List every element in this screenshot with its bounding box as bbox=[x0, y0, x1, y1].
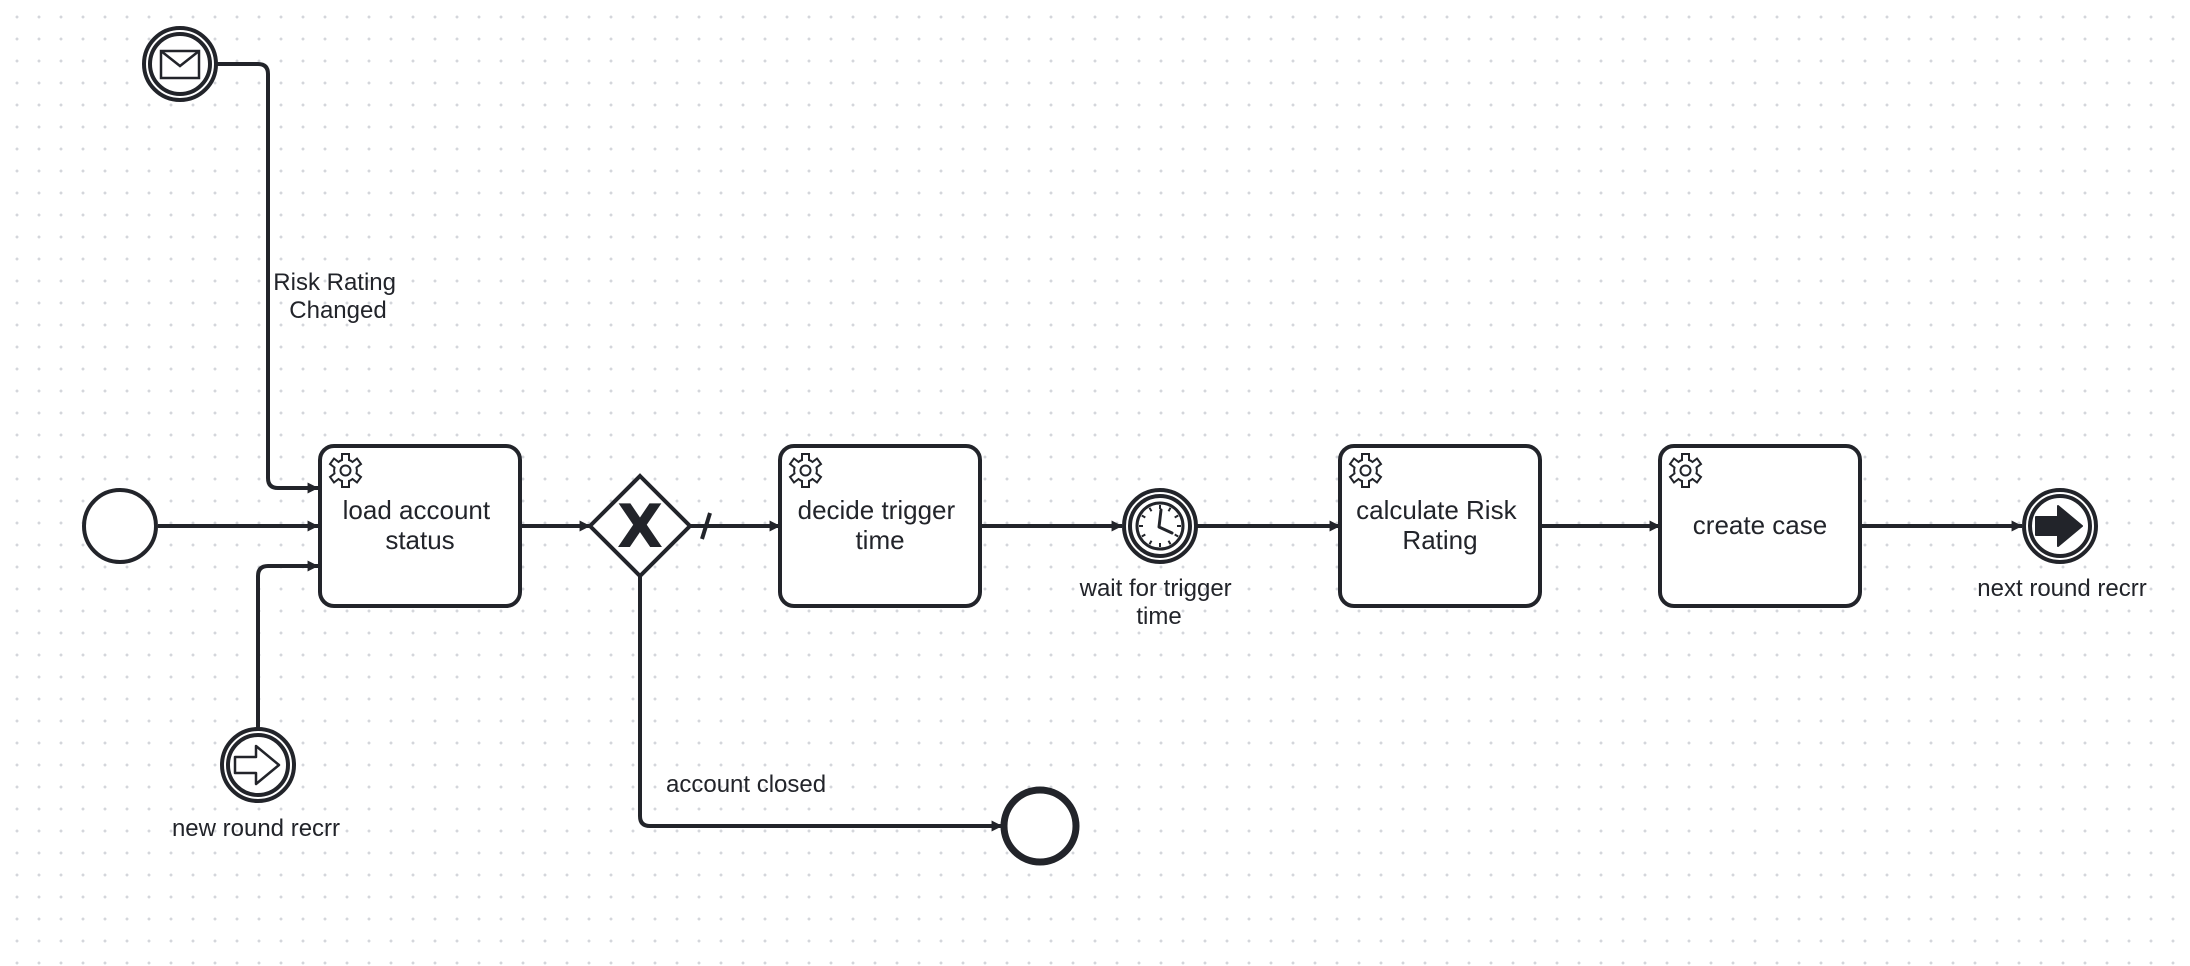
flow-message-to-load[interactable] bbox=[216, 62, 319, 494]
arrow-right-outline-icon bbox=[233, 744, 281, 786]
flow-gateway-to-end[interactable] bbox=[638, 576, 1003, 832]
arrow-right-filled-icon bbox=[2035, 505, 2083, 547]
sequence-flows bbox=[158, 62, 2023, 832]
flow-link-to-load[interactable] bbox=[256, 560, 319, 728]
gear-icon bbox=[1669, 453, 1702, 488]
task-label: create case bbox=[1693, 510, 1827, 540]
gear-icon bbox=[329, 453, 362, 488]
task-decide-trigger-time[interactable]: decide trigger time bbox=[778, 444, 982, 608]
gear-icon bbox=[789, 453, 822, 488]
task-calculate-risk-rating[interactable]: calculate Risk Rating bbox=[1338, 444, 1542, 608]
link-throw-event[interactable] bbox=[2022, 488, 2098, 564]
task-label: decide trigger time bbox=[798, 495, 963, 555]
timer-event[interactable] bbox=[1122, 488, 1198, 564]
default-flow-marker bbox=[700, 512, 712, 540]
end-event[interactable] bbox=[1000, 786, 1080, 866]
exclusive-gateway[interactable]: X bbox=[587, 473, 693, 579]
exclusive-x-icon: X bbox=[617, 492, 663, 562]
gear-icon bbox=[1349, 453, 1382, 488]
task-load-account-status[interactable]: load account status bbox=[318, 444, 522, 608]
task-create-case[interactable]: create case bbox=[1658, 444, 1862, 608]
task-label: calculate Risk Rating bbox=[1356, 495, 1524, 555]
message-start-event[interactable] bbox=[142, 26, 218, 102]
envelope-icon bbox=[159, 49, 201, 80]
link-catch-label: new round recrr bbox=[172, 815, 340, 842]
task-label: load account status bbox=[343, 495, 498, 555]
flow-label-risk-rating-changed: Risk Rating Changed bbox=[273, 269, 402, 324]
link-catch-event[interactable] bbox=[220, 727, 296, 803]
timer-event-label: wait for trigger time bbox=[1079, 575, 1239, 630]
link-throw-label: next round recrr bbox=[1977, 575, 2146, 602]
flow-label-account-closed: account closed bbox=[666, 771, 826, 798]
start-event[interactable] bbox=[82, 488, 158, 564]
clock-icon bbox=[1135, 501, 1185, 551]
